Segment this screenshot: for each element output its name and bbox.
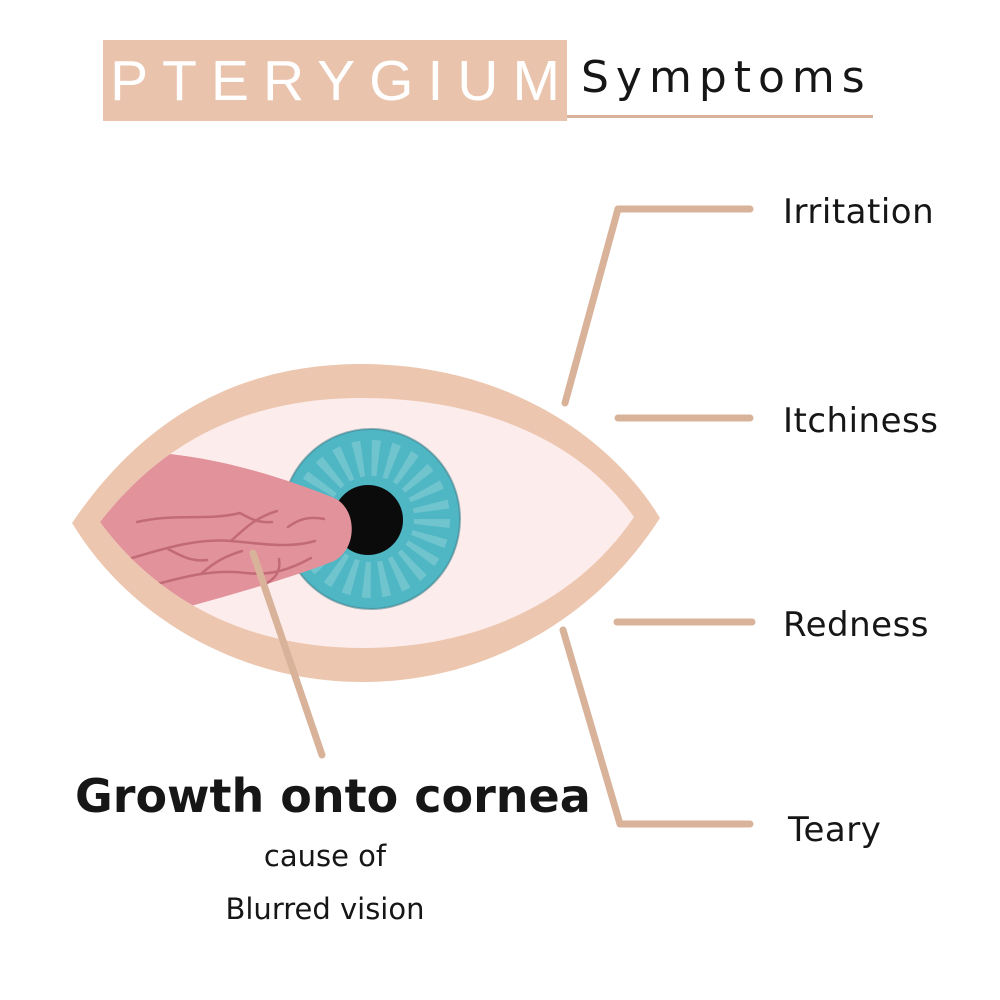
title-plain: Symptoms: [581, 52, 872, 103]
subtitle-underline: [567, 115, 873, 118]
symptom-label-itchiness: Itchiness: [783, 401, 939, 441]
symptom-label-irritation: Irritation: [783, 192, 935, 232]
symptom-label-teary: Teary: [788, 810, 882, 850]
connector-line-irritation: [561, 205, 754, 407]
iris-streaks: [292, 440, 450, 598]
annotation-blurred-vision: Blurred vision: [225, 892, 425, 926]
title-highlighted: PTERYGIUM: [110, 48, 574, 113]
symptom-label-redness: Redness: [783, 605, 929, 645]
title-box: PTERYGIUM: [103, 40, 567, 121]
annotation-growth-heading: Growth onto cornea: [75, 769, 591, 823]
connector-line-teary: [559, 626, 754, 828]
pointer-line-growth: [249, 549, 326, 759]
annotation-cause-of: cause of: [263, 839, 387, 873]
